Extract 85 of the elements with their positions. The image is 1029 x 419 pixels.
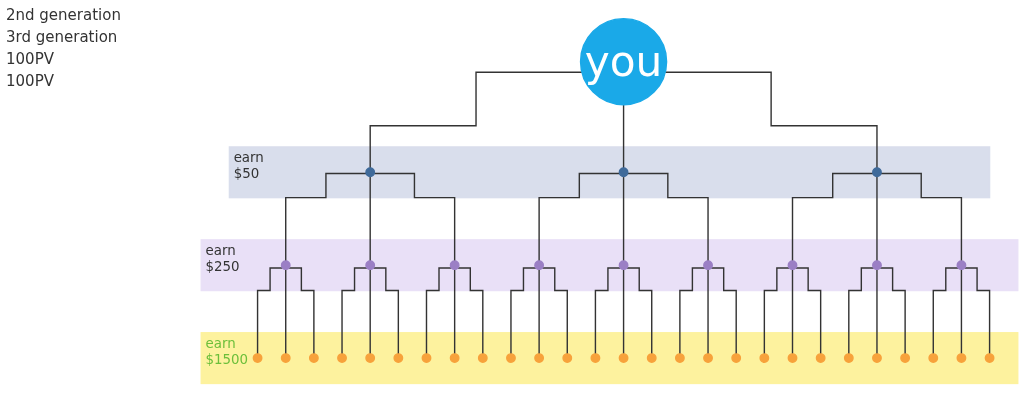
connector <box>622 268 625 355</box>
connector <box>288 267 315 355</box>
node-circle <box>534 353 545 364</box>
node-circle <box>280 260 291 271</box>
note-text: 2nd generation <box>6 6 122 24</box>
connector <box>707 268 709 355</box>
node-circle <box>843 353 854 364</box>
node-circle <box>252 353 263 364</box>
connector <box>425 267 453 355</box>
connector <box>369 268 371 355</box>
connector <box>963 267 991 355</box>
node-circle <box>590 353 601 364</box>
connector <box>453 268 456 355</box>
node-circle <box>365 260 376 271</box>
node-circle <box>787 260 798 271</box>
connector <box>664 71 878 169</box>
node-circle <box>280 353 291 364</box>
connector <box>541 267 568 355</box>
connector <box>763 267 791 355</box>
connector <box>876 268 878 355</box>
node-circle <box>759 353 770 364</box>
connector <box>510 267 537 355</box>
connector <box>794 267 822 355</box>
node-circle <box>308 353 319 364</box>
connector <box>622 175 625 262</box>
node-circle <box>618 167 629 178</box>
connector <box>848 267 875 355</box>
connector <box>341 267 368 355</box>
node-circle <box>703 260 713 271</box>
connector <box>626 267 653 355</box>
connector <box>679 267 706 355</box>
connector <box>373 172 456 262</box>
connector <box>285 268 287 355</box>
node-circle <box>900 353 911 364</box>
node-circle <box>618 353 629 364</box>
node-circle <box>393 353 404 364</box>
connector <box>876 175 878 262</box>
node-circle <box>365 167 376 178</box>
connector <box>256 267 284 355</box>
node-circle <box>365 353 376 364</box>
connector <box>538 268 540 355</box>
connector <box>594 267 622 355</box>
node-circle <box>872 353 882 364</box>
node-circle: you <box>579 17 668 106</box>
connector <box>710 267 737 355</box>
connector <box>369 175 371 262</box>
node-circle <box>731 353 742 364</box>
node-circle <box>449 260 460 271</box>
cluster: earn $50 <box>228 146 991 199</box>
node-circle <box>815 353 826 364</box>
connector <box>960 268 963 355</box>
connector <box>457 267 484 355</box>
node-circle <box>703 353 713 364</box>
connector <box>285 172 367 262</box>
node-circle <box>477 353 488 364</box>
connector <box>880 172 963 262</box>
node-circle <box>872 260 882 271</box>
cluster: earn $250 <box>200 239 1019 292</box>
node-circle <box>449 353 460 364</box>
cluster: earn $1500 <box>200 332 1019 385</box>
connector <box>932 267 959 355</box>
node-circle <box>421 353 432 364</box>
node-circle <box>928 353 939 364</box>
node-circle <box>562 353 573 364</box>
connector <box>538 172 621 262</box>
connector <box>372 267 400 355</box>
node-circle <box>956 260 967 271</box>
connector <box>791 268 794 355</box>
node-circle <box>872 167 882 178</box>
node-circle <box>956 353 967 364</box>
node-circle <box>337 353 347 364</box>
connector <box>626 172 709 262</box>
node-circle <box>674 353 685 364</box>
node-circle <box>646 353 657 364</box>
node-circle <box>506 353 516 364</box>
node-circle <box>787 353 798 364</box>
node-circle <box>984 353 995 364</box>
connector <box>622 104 625 169</box>
connector <box>879 267 906 355</box>
node-circle <box>534 260 545 271</box>
note-text: 100PV <box>6 50 55 68</box>
note-text: 100PV <box>6 72 55 90</box>
connector <box>791 172 874 262</box>
note-text: 3rd generation <box>6 28 119 46</box>
node-circle <box>618 260 629 271</box>
